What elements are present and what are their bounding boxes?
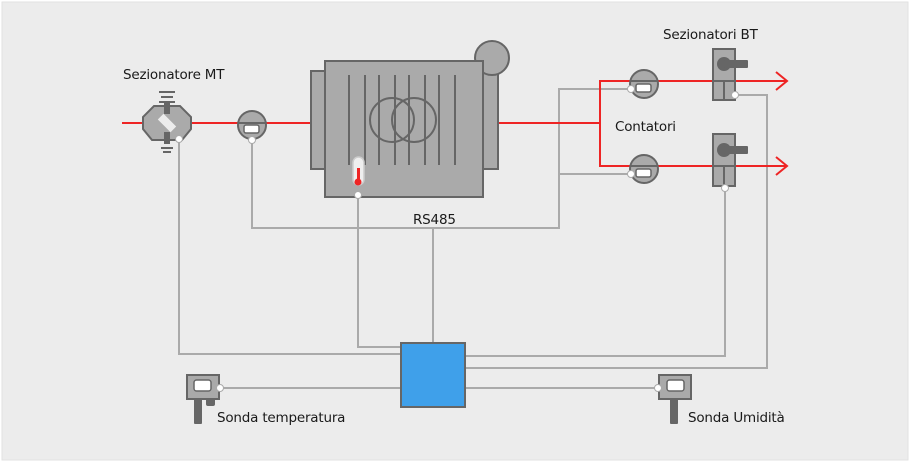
arrow-out-1-icon: [775, 71, 789, 91]
mv-meter-icon[interactable]: [237, 110, 267, 144]
power-line-lv-feeder-1: [497, 80, 787, 124]
controller-box[interactable]: [400, 342, 466, 408]
signal-wiring: [178, 88, 768, 389]
temp-probe-icon[interactable]: [186, 374, 224, 424]
label-meters: Contatori: [615, 119, 676, 135]
label-mv-disconnector: Sezionatore MT: [123, 67, 225, 83]
label-humidity-probe: Sonda Umidità: [688, 410, 785, 426]
wire-mv-disconnector-to-controller: [178, 139, 401, 355]
lv-disconnector-2-icon[interactable]: [712, 133, 748, 192]
arrow-out-2-icon: [775, 156, 789, 176]
thermometer-icon[interactable]: [352, 156, 365, 199]
lv-meter-1-icon[interactable]: [627, 69, 659, 99]
label-lv-disconnectors: Sezionatori BT: [663, 27, 758, 43]
lv-disconnector-1-icon[interactable]: [712, 48, 748, 101]
label-rs485-bus: RS485: [413, 212, 456, 228]
transformer-icon[interactable]: [310, 40, 510, 198]
mv-disconnector-icon[interactable]: [142, 91, 192, 153]
wire-lv-disc2-to-controller: [465, 188, 726, 357]
lv-meter-2-icon[interactable]: [627, 154, 659, 184]
wire-lv-disc1-to-controller: [465, 94, 768, 369]
humidity-probe-icon[interactable]: [654, 374, 692, 424]
wire-thermometer-to-controller: [357, 195, 401, 348]
label-temp-probe: Sonda temperatura: [217, 410, 346, 426]
wire-rs485-bus: [251, 88, 631, 229]
